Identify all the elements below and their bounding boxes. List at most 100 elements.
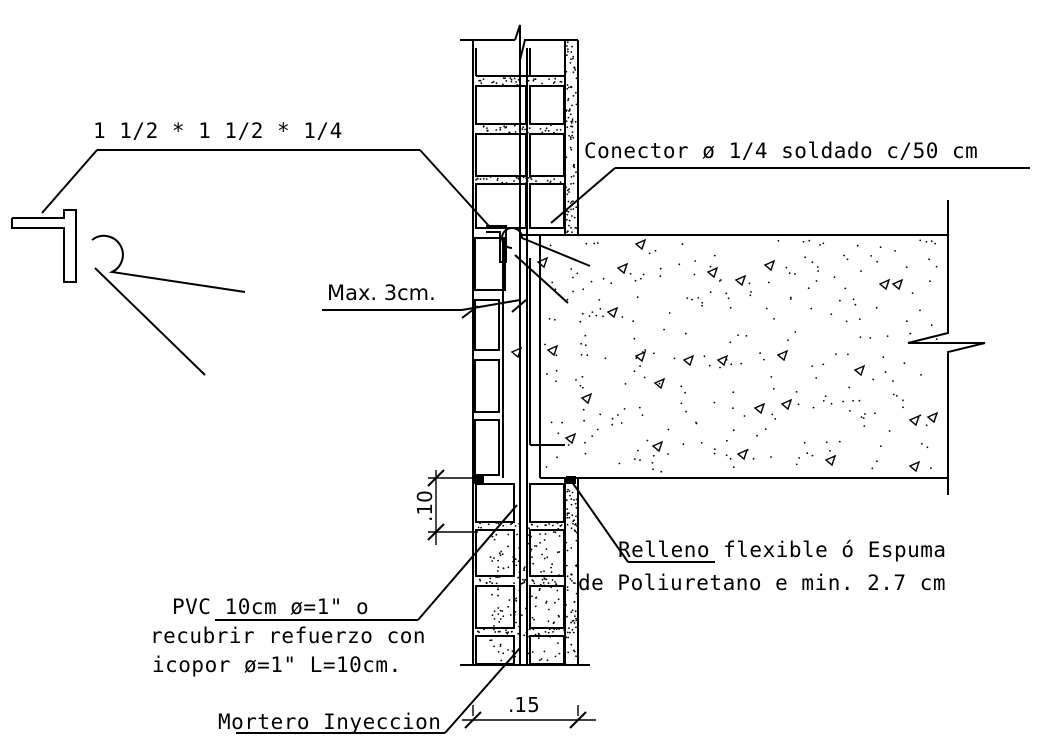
hatch-dot bbox=[770, 456, 772, 458]
hatch-dot bbox=[599, 413, 602, 416]
hatch-dot bbox=[486, 129, 489, 132]
hatch-dot bbox=[493, 618, 496, 620]
hatch-dot bbox=[566, 523, 569, 526]
hatch-dot bbox=[575, 91, 577, 94]
hatch-dot bbox=[535, 545, 538, 547]
mortar-label: Mortero Inyeccion bbox=[218, 710, 441, 734]
hatch-dot bbox=[556, 589, 559, 592]
hatch-dot bbox=[571, 628, 574, 631]
hatch-dot bbox=[494, 631, 497, 633]
hatch-dot bbox=[701, 304, 703, 307]
hatch-dot bbox=[576, 272, 579, 275]
hatch-dot bbox=[501, 553, 504, 556]
hatch-dot bbox=[529, 574, 531, 576]
hatch-dot bbox=[777, 239, 780, 242]
hatch-dot bbox=[566, 41, 569, 44]
aggregate-triangle bbox=[580, 392, 593, 405]
aggregate-triangle bbox=[706, 266, 719, 279]
hatch-dot bbox=[729, 457, 732, 460]
hatch-dot bbox=[524, 578, 527, 581]
hatch-dot bbox=[546, 373, 548, 375]
hatch-dot bbox=[822, 242, 825, 245]
hatch-dot bbox=[802, 240, 805, 243]
hatch-dot bbox=[697, 297, 700, 299]
hatch-dot bbox=[822, 363, 825, 366]
hatch-dot bbox=[566, 615, 568, 618]
hatch-dot bbox=[752, 457, 755, 460]
hatch-dot bbox=[568, 134, 570, 137]
hatch-dot bbox=[794, 331, 797, 333]
hatch-dot bbox=[505, 182, 508, 184]
hatch-dot bbox=[505, 629, 507, 632]
hatch-dot bbox=[618, 462, 621, 465]
hatch-dot bbox=[727, 297, 730, 300]
hatch-dot bbox=[652, 454, 655, 457]
hatch-dot bbox=[810, 307, 813, 310]
hatch-dot bbox=[497, 613, 500, 615]
hatch-dot bbox=[570, 86, 573, 89]
hatch-dot bbox=[552, 531, 555, 533]
hatch-dot bbox=[491, 560, 494, 562]
hatch-dot bbox=[528, 635, 530, 638]
hatch-dot bbox=[843, 254, 845, 257]
hatch-dot bbox=[536, 525, 539, 528]
hatch-dot bbox=[529, 550, 532, 553]
hatch-dot bbox=[497, 588, 499, 591]
hatch-dot bbox=[529, 548, 532, 550]
hatch-dot bbox=[825, 441, 828, 444]
hatch-dot bbox=[572, 479, 575, 482]
hatch-dot bbox=[527, 534, 529, 537]
hatch-dot bbox=[548, 78, 550, 81]
hatch-dot bbox=[498, 576, 501, 578]
hatch-dot bbox=[663, 328, 665, 331]
hatch-dot bbox=[547, 631, 550, 634]
hatch-dot bbox=[763, 358, 765, 361]
hatch-dot bbox=[572, 290, 574, 293]
hatch-dot bbox=[513, 124, 516, 127]
hatch-dot bbox=[767, 281, 770, 284]
concrete-aggregate-triangles bbox=[510, 238, 939, 473]
hatch-dot bbox=[611, 423, 614, 426]
hatch-dot bbox=[570, 527, 573, 530]
hatch-dot bbox=[571, 131, 574, 134]
hatch-dot bbox=[489, 556, 492, 559]
hatch-dot bbox=[545, 524, 547, 527]
hatch-dot bbox=[570, 621, 572, 624]
hatch-dot bbox=[571, 514, 574, 517]
hatch-dot bbox=[565, 186, 567, 189]
hatch-dot bbox=[557, 598, 560, 601]
hatch-dot bbox=[544, 626, 547, 629]
hatch-dot bbox=[926, 446, 929, 449]
hatch-dot bbox=[824, 395, 827, 398]
hatch-dot bbox=[842, 400, 844, 403]
hatch-dot bbox=[585, 242, 588, 245]
hatch-dot bbox=[518, 571, 521, 574]
hatch-dot bbox=[575, 655, 577, 658]
hatch-dot bbox=[495, 82, 498, 85]
hatch-dot bbox=[501, 181, 504, 184]
hatch-dot bbox=[765, 307, 768, 310]
hatch-dot bbox=[544, 533, 547, 535]
hatch-dot bbox=[571, 231, 573, 234]
hatch-dot bbox=[725, 292, 728, 295]
hatch-dot bbox=[573, 67, 576, 70]
hatch-dot bbox=[543, 650, 546, 653]
hatch-dot bbox=[567, 200, 570, 203]
hatch-dot bbox=[532, 79, 535, 82]
hatch-dot bbox=[510, 80, 513, 83]
hatch-dot bbox=[567, 116, 570, 119]
hatch-dot bbox=[659, 275, 662, 278]
hatch-dot bbox=[513, 588, 516, 590]
hatch-dot bbox=[482, 125, 485, 127]
hatch-dot bbox=[749, 294, 752, 297]
hatch-dot bbox=[919, 239, 922, 242]
hatch-dot bbox=[547, 130, 550, 132]
hatch-dot bbox=[633, 370, 636, 373]
angle-profile-label: 1 1/2 * 1 1/2 * 1/4 bbox=[93, 119, 343, 143]
hatch-dot bbox=[571, 215, 573, 217]
hatch-dot bbox=[491, 614, 494, 616]
hatch-dot bbox=[547, 582, 550, 585]
hatch-dot bbox=[487, 523, 490, 526]
aggregate-triangle bbox=[736, 448, 749, 461]
hatch-dot bbox=[691, 298, 693, 301]
